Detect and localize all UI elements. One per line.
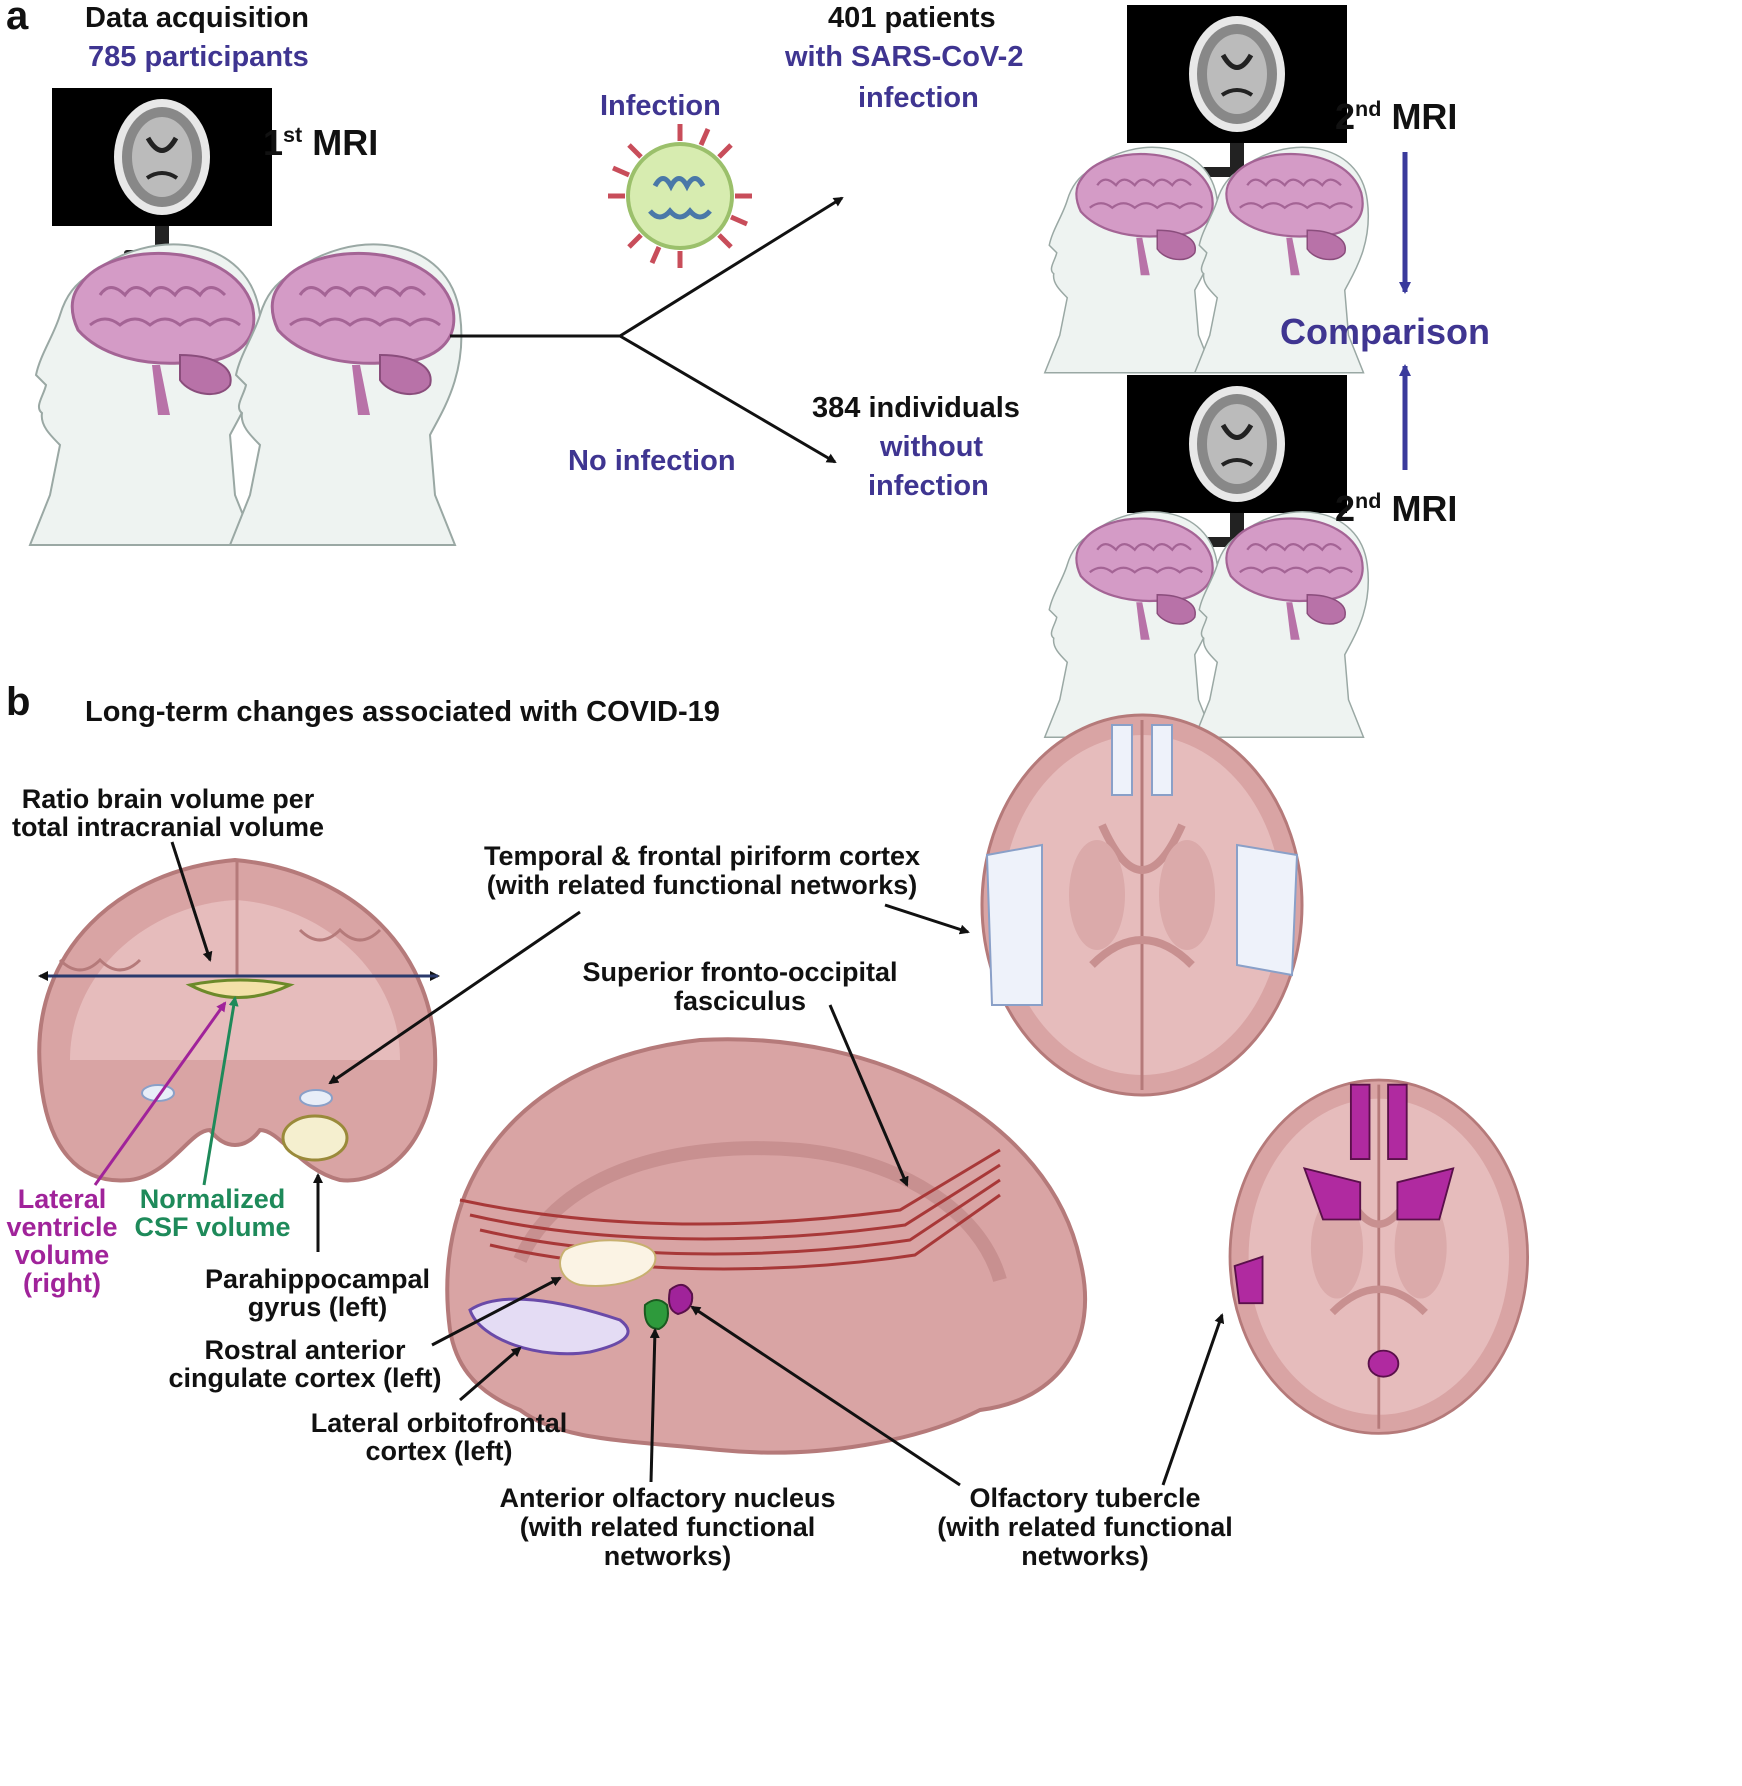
second-mri-bottom-label: 2nd MRI bbox=[1335, 488, 1457, 529]
ratio-label-2: total intracranial volume bbox=[11, 812, 325, 842]
sfo-label-2: fasciculus bbox=[673, 986, 807, 1016]
first-mri-monitor bbox=[52, 88, 272, 260]
csf-label-2: CSF volume bbox=[134, 1212, 291, 1242]
virus-icon bbox=[608, 124, 752, 268]
first-mri-text: MRI bbox=[312, 122, 379, 163]
ot-label-3: networks) bbox=[1021, 1541, 1149, 1571]
panel-b-title: Long-term changes associated with COVID-… bbox=[85, 696, 720, 728]
racc-label-1: Rostral anterior bbox=[204, 1335, 406, 1365]
lv-label-4: (right) bbox=[23, 1268, 101, 1298]
piriform-coronal-pointer-arrow bbox=[328, 910, 581, 1085]
piriform-label-1: Temporal & frontal piriform cortex bbox=[483, 841, 921, 871]
para-label-2: gyrus (left) bbox=[247, 1292, 388, 1322]
lofc-pointer-arrow bbox=[459, 1346, 522, 1402]
no-infection-arrow bbox=[619, 334, 837, 464]
first-mri-number: 1 bbox=[263, 122, 284, 163]
aon-label-2: (with related functional bbox=[519, 1512, 816, 1542]
csf-label-1: Normalized bbox=[139, 1184, 286, 1214]
aon-pointer-arrow bbox=[649, 1328, 660, 1483]
infection-label: Infection bbox=[600, 90, 721, 122]
first-mri-ordinal: st bbox=[283, 122, 303, 147]
second-mri-top-ordinal: nd bbox=[1355, 96, 1382, 121]
racc-pointer-arrow bbox=[431, 1276, 562, 1347]
para-label-1: Parahippocampal bbox=[204, 1264, 431, 1294]
patients-line3: infection bbox=[858, 82, 979, 114]
panel-a-letter: a bbox=[6, 0, 29, 38]
sfo-pointer-arrow bbox=[828, 1004, 909, 1187]
piriform-label-2: (with related functional networks) bbox=[486, 870, 918, 900]
ratio-pointer-arrow bbox=[170, 841, 213, 962]
racc-label-2: cingulate cortex (left) bbox=[168, 1363, 442, 1393]
csf-pointer-arrow bbox=[202, 996, 239, 1186]
data-acquisition-label: Data acquisition bbox=[85, 2, 309, 34]
second-mri-bottom-number: 2 bbox=[1335, 488, 1356, 529]
participant-head-2 bbox=[228, 242, 463, 547]
individuals-line1: 384 individuals bbox=[812, 392, 1020, 424]
sagittal-brain-section bbox=[445, 1037, 1088, 1455]
ratio-label-1: Ratio brain volume per bbox=[21, 784, 315, 814]
sfo-label-1: Superior fronto-occipital bbox=[582, 957, 898, 987]
patients-line2: with SARS-CoV-2 bbox=[785, 41, 1024, 73]
lv-pointer-arrow bbox=[93, 1001, 227, 1186]
second-mri-bottom-ordinal: nd bbox=[1355, 488, 1382, 513]
piriform-axial-pointer-arrow bbox=[884, 903, 970, 935]
panel-b-letter: b bbox=[6, 680, 31, 724]
individuals-line2: without bbox=[880, 431, 984, 463]
lv-label-3: volume bbox=[14, 1240, 110, 1270]
second-mri-top-label: 2nd MRI bbox=[1335, 96, 1457, 137]
axial-brain-tubercle bbox=[1230, 1080, 1528, 1433]
individuals-line3: infection bbox=[868, 470, 989, 502]
ot-label-1: Olfactory tubercle bbox=[969, 1483, 1201, 1513]
second-mri-top-text: MRI bbox=[1391, 96, 1458, 137]
axial-brain-piriform bbox=[982, 715, 1302, 1095]
first-mri-label: 1st MRI bbox=[263, 122, 378, 163]
lv-label-1: Lateral bbox=[17, 1184, 107, 1214]
comparison-label: Comparison bbox=[1280, 311, 1491, 352]
lofc-label-1: Lateral orbitofrontal bbox=[310, 1408, 568, 1438]
ot-label-2: (with related functional bbox=[937, 1512, 1233, 1542]
infected-head-1 bbox=[1043, 146, 1220, 374]
infection-arrow bbox=[619, 196, 844, 338]
aon-label-1: Anterior olfactory nucleus bbox=[499, 1483, 836, 1513]
coronal-brain-section bbox=[37, 857, 438, 1183]
participants-count-label: 785 participants bbox=[88, 41, 309, 73]
ot-sagittal-pointer-arrow bbox=[690, 1305, 961, 1487]
lofc-label-2: cortex (left) bbox=[365, 1436, 513, 1466]
patients-line1: 401 patients bbox=[828, 2, 996, 34]
noninfected-head-1 bbox=[1043, 510, 1220, 739]
no-infection-label: No infection bbox=[568, 445, 736, 477]
lv-label-2: ventricle bbox=[6, 1212, 118, 1242]
aon-label-3: networks) bbox=[603, 1541, 732, 1571]
second-mri-top-number: 2 bbox=[1335, 96, 1356, 137]
second-mri-bottom-text: MRI bbox=[1391, 488, 1458, 529]
ot-axial-pointer-arrow bbox=[1161, 1313, 1225, 1486]
participant-head-1 bbox=[28, 242, 263, 547]
